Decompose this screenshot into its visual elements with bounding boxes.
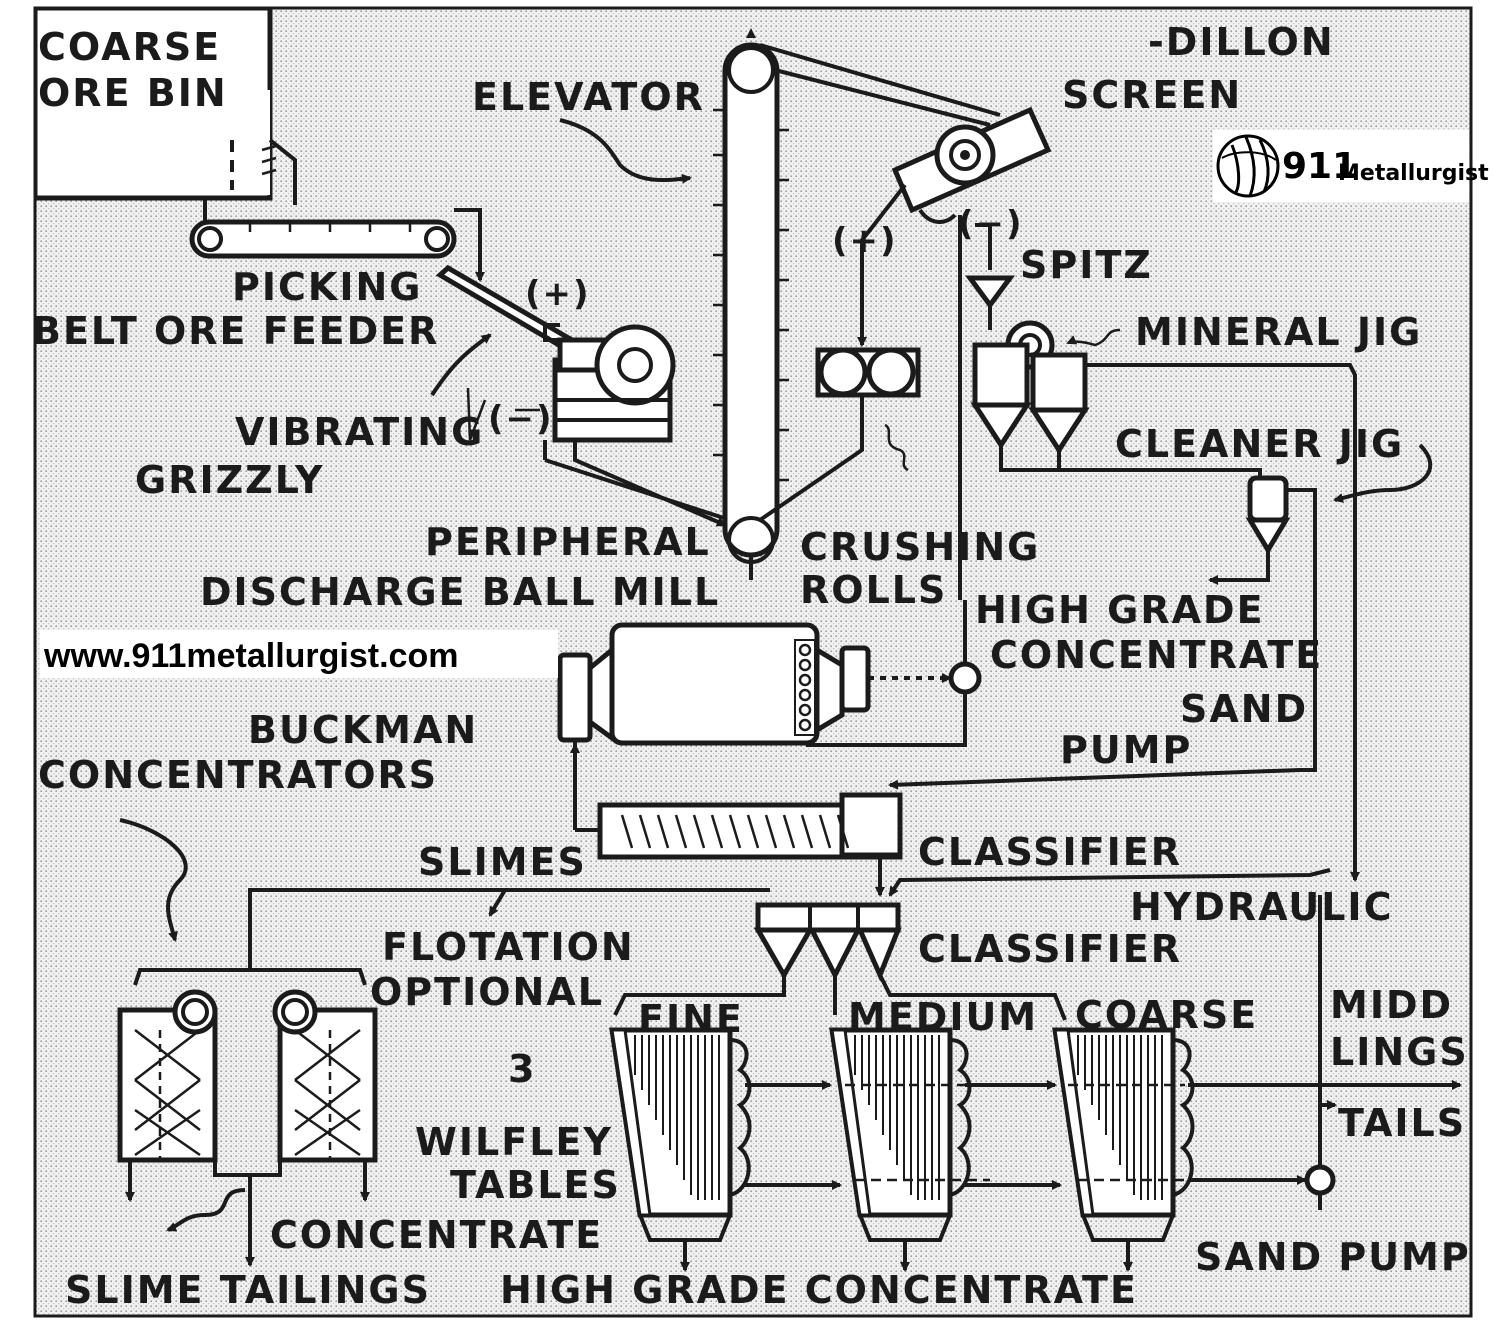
label-high-grade: HIGH GRADE [975, 588, 1265, 632]
label-minus-1: (−) [488, 399, 554, 439]
label-grizzly: GRIZZLY [135, 458, 325, 502]
ball-mill [557, 622, 871, 832]
coarse-ore-bin [35, 8, 297, 205]
crushing-rolls [758, 347, 921, 522]
bucket-elevator [559, 28, 789, 580]
label-rolls: ROLLS [800, 568, 947, 612]
label-concentrate-upper: CONCENTRATE [990, 633, 1323, 677]
label-fine: FINE [638, 997, 744, 1041]
screw-classifier [597, 792, 903, 897]
dillon-screen [891, 106, 1052, 224]
label-high-grade-concentrate-bottom: HIGH GRADE CONCENTRATE [500, 1268, 1138, 1312]
label-picking: PICKING [232, 265, 422, 309]
picking-belt-feeder [189, 200, 485, 282]
label-flotation: FLOTATION [382, 925, 635, 969]
hydraulic-classifier [613, 902, 1067, 1021]
label-discharge-ball-mill: DISCHARGE BALL MILL [200, 570, 720, 614]
label-vibrating: VIBRATING [235, 410, 484, 454]
label-crushing: CRUSHING [800, 525, 1040, 569]
jaw-crusher [543, 323, 676, 443]
label-hydraulic-classifier: CLASSIFIER [918, 927, 1182, 971]
label-belt-ore-feeder: BELT ORE FEEDER [32, 309, 439, 353]
logo-word: Metallurgist [1338, 161, 1489, 186]
label-minus-2: (−) [958, 204, 1024, 244]
cleaner-jig [888, 443, 1433, 790]
label-optional: OPTIONAL [370, 970, 604, 1014]
label-wilfley: WILFLEY [415, 1120, 613, 1164]
label-elevator: ELEVATOR [472, 75, 705, 119]
middlings-tails-lines [1304, 895, 1462, 1210]
label-dillon: -DILLON [1148, 20, 1335, 64]
label-plus-2: (+) [832, 221, 898, 261]
label-sand-pump-bottom: SAND PUMP [1195, 1235, 1471, 1279]
label-hydraulic: HYDRAULIC [1130, 885, 1393, 929]
label-mineral-jig: MINERAL JIG [1135, 310, 1422, 354]
label-tails: TAILS [1338, 1101, 1466, 1145]
website-url: www.911metallurgist.com [43, 637, 458, 675]
sand-pump-lower [1304, 1164, 1336, 1196]
label-buckman: BUCKMAN [248, 708, 478, 752]
label-sand: SAND [1180, 687, 1308, 731]
logo-number: 911 [1282, 146, 1357, 187]
label-cleaner-jig: CLEANER JIG [1115, 422, 1404, 466]
label-plus-1: (+) [525, 274, 591, 314]
label-table-count: 3 [508, 1047, 536, 1091]
logo-911-metallurgist: 911 Metallurgist [1213, 130, 1489, 202]
label-tables: TABLES [450, 1163, 621, 1207]
wilfley-table-medium [829, 1027, 1062, 1272]
label-slime-tailings: SLIME TAILINGS [65, 1268, 431, 1312]
spitz-box [965, 275, 1015, 330]
label-coarse-ore-bin-1: COARSE [38, 25, 221, 69]
label-lings: LINGS [1330, 1030, 1469, 1074]
wilfley-table-fine [609, 1027, 842, 1272]
label-coarse: COARSE [1075, 993, 1258, 1037]
label-slimes: SLIMES [418, 840, 587, 884]
label-peripheral: PERIPHERAL [425, 520, 711, 564]
buckman-concentrators [117, 818, 378, 1267]
wilfley-table-coarse [1052, 1027, 1320, 1272]
label-classifier: CLASSIFIER [918, 830, 1182, 874]
label-concentrators: CONCENTRATORS [38, 753, 438, 797]
label-midd: MIDD [1330, 983, 1453, 1027]
label-concentrate-bottom: CONCENTRATE [270, 1213, 603, 1257]
url-watermark: www.911metallurgist.com [40, 630, 558, 678]
label-pump: PUMP [1060, 728, 1192, 772]
label-coarse-ore-bin-2: ORE BIN [38, 71, 228, 115]
label-screen: SCREEN [1062, 73, 1242, 117]
mineral-jig [970, 320, 1360, 882]
label-medium: MEDIUM [848, 995, 1038, 1039]
label-spitz: SPITZ [1020, 243, 1153, 287]
